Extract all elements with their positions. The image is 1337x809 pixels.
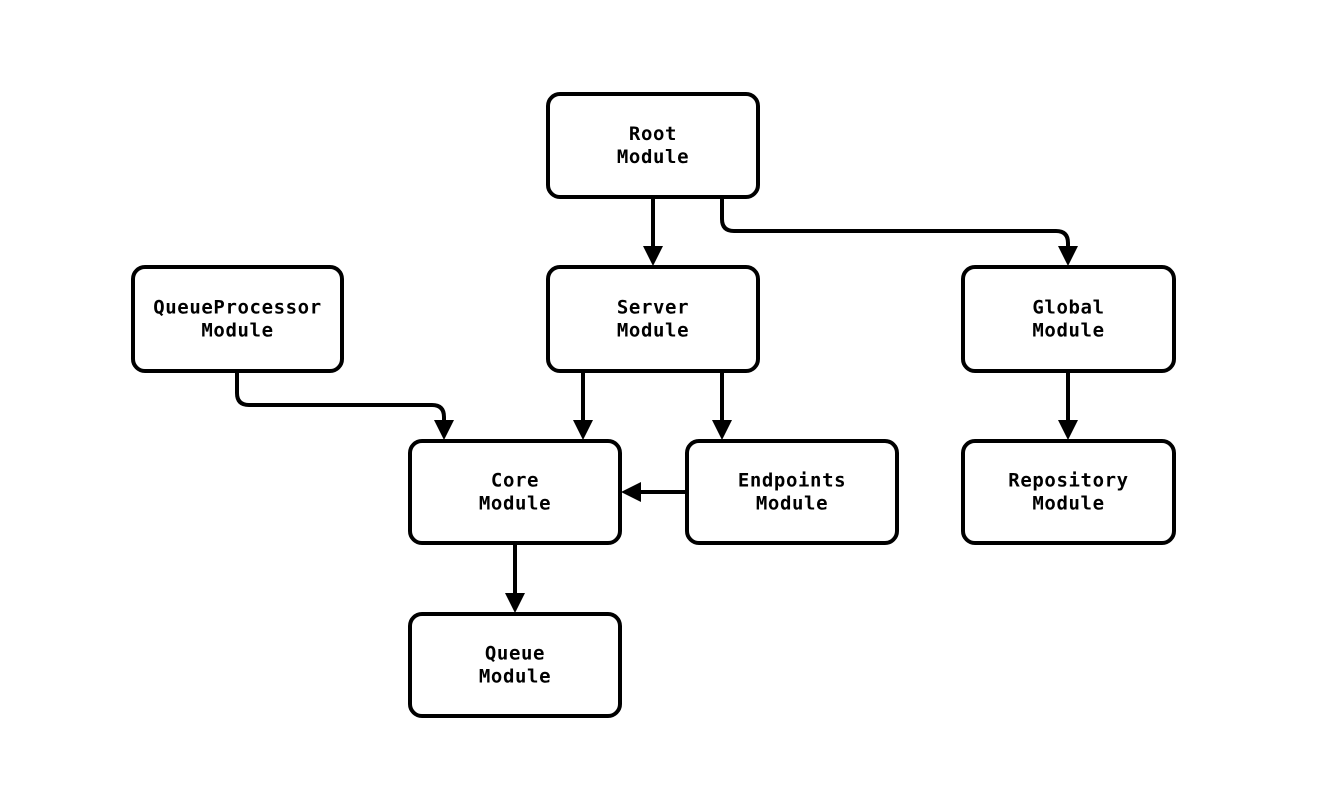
node-label-line1: Global (1032, 297, 1104, 319)
arrowhead-icon (712, 420, 732, 440)
arrowhead-icon (573, 420, 593, 440)
edge-root-to-server (643, 197, 663, 266)
node-label-line1: Core (491, 470, 539, 492)
node-label-line2: Module (1032, 320, 1104, 342)
node-label-line2: Module (617, 146, 689, 168)
node-box[interactable] (408, 439, 622, 545)
node-label-line1: Endpoints (738, 470, 846, 492)
arrowhead-icon (643, 246, 663, 266)
node-label-line2: Module (479, 666, 551, 688)
arrowhead-icon (505, 593, 525, 613)
edge-server-to-core (573, 371, 593, 440)
node-label-line2: Module (1032, 493, 1104, 515)
edge-root-to-global (720, 197, 1078, 266)
node-box[interactable] (408, 612, 622, 718)
edge-line (235, 371, 446, 427)
node-label-line1: Repository (1008, 470, 1128, 492)
edges-layer (235, 197, 1078, 613)
node-label-line1: Server (617, 297, 689, 319)
edge-global-to-repository (1058, 371, 1078, 440)
node-box[interactable] (546, 92, 760, 199)
nodes-layer: RootModuleQueueProcessorModuleServerModu… (131, 92, 1176, 718)
arrowhead-icon (434, 420, 454, 440)
arrowhead-icon (621, 482, 641, 502)
node-box[interactable] (546, 265, 760, 373)
arrowhead-icon (1058, 246, 1078, 266)
node-box[interactable] (961, 265, 1176, 373)
arrowhead-icon (1058, 420, 1078, 440)
edge-queueprocessor-to-core (235, 371, 454, 440)
edge-server-to-endpoints (712, 371, 732, 440)
node-label-line2: Module (617, 320, 689, 342)
node-label-line1: Root (629, 123, 677, 145)
node-label-line2: Module (756, 493, 828, 515)
node-box[interactable] (131, 265, 344, 373)
node-box[interactable] (685, 439, 899, 545)
node-box[interactable] (961, 439, 1176, 545)
node-label-line1: Queue (485, 643, 545, 665)
edge-line (720, 197, 1070, 253)
edge-core-to-queue (505, 543, 525, 613)
edge-endpoints-to-core (621, 482, 687, 502)
node-label-line2: Module (479, 493, 551, 515)
node-label-line1: QueueProcessor (153, 297, 322, 319)
node-label-line2: Module (201, 320, 273, 342)
